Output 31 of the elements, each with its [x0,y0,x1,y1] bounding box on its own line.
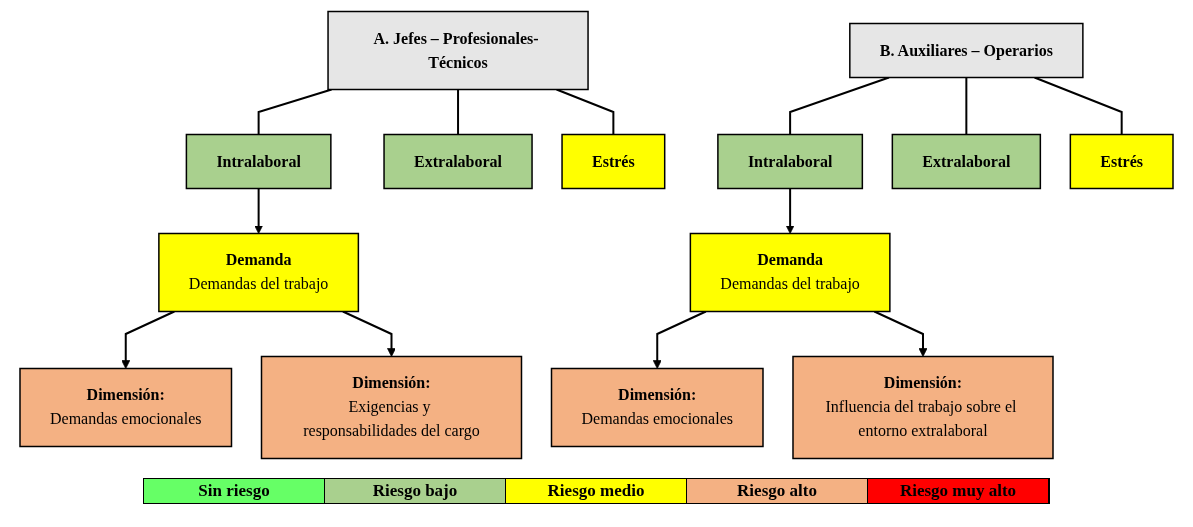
connector [1033,76,1123,136]
arrow [341,310,396,357]
legend-item: Riesgo muy alto [868,479,1049,503]
arrow [873,310,928,357]
arrow [121,310,176,369]
node-box: Demanda Demandas del trabajo [158,232,360,313]
arrow [785,187,795,234]
node-box: Intralaboral [717,133,864,190]
legend-item: Riesgo medio [506,479,687,503]
connector [457,88,460,136]
node-box: Dimensión: Demandas emocionales [19,367,233,448]
node-box: Estrés [1069,133,1174,190]
connector [257,88,333,136]
node-box: Extralaboral [891,133,1042,190]
node-box: Extralaboral [383,133,533,190]
connector [555,88,615,136]
node-box: Demanda Demandas del trabajo [689,232,891,313]
legend-item: Sin riesgo [144,479,325,503]
arrow [652,310,707,369]
connector [965,76,968,136]
node-box: Dimensión: Exigencias y responsabilidades del cargo [260,355,523,460]
node-box: A. Jefes – Profesionales- Técnicos [327,10,589,91]
node-box: B. Auxiliares – Operarios [849,22,1084,79]
node-box: Dimensión: Influencia del trabajo sobre el entorno extralaboral [792,355,1054,460]
node-box: Intralaboral [185,133,332,190]
node-box: Estrés [561,133,666,190]
arrow [254,187,263,234]
node-box: Dimensión: Demandas emocionales [550,367,764,448]
connector [789,76,890,136]
legend-item: Riesgo bajo [325,479,506,503]
legend-item: Riesgo alto [687,479,868,503]
